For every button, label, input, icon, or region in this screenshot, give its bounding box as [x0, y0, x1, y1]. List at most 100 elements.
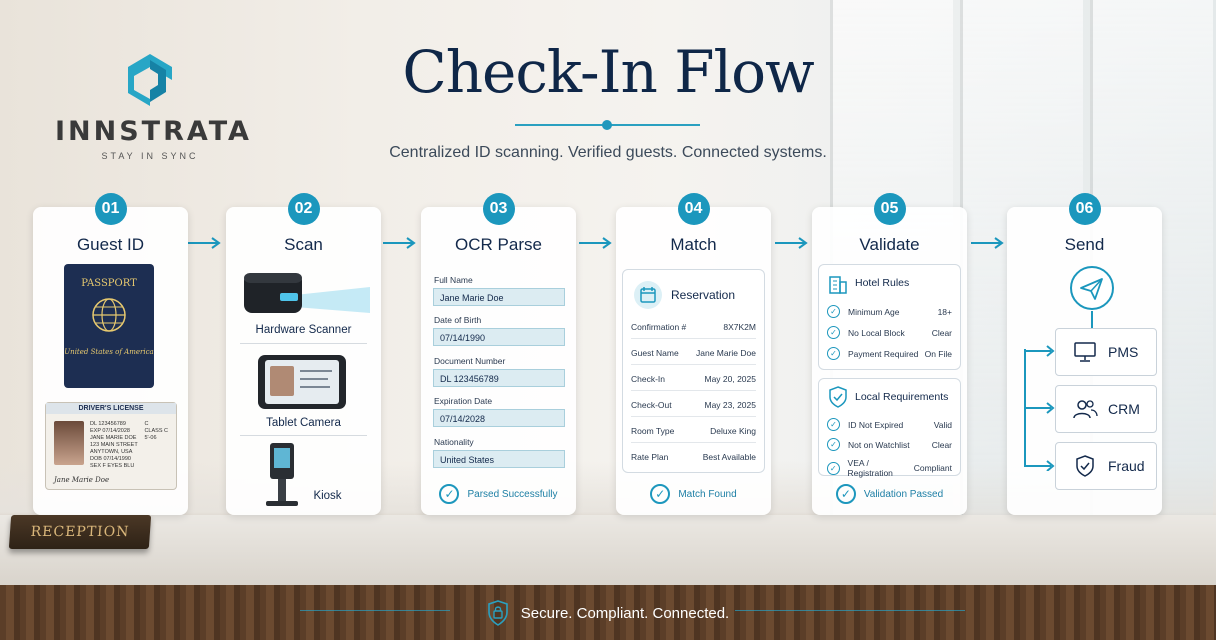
footer: Secure. Compliant. Connected.	[0, 600, 1216, 626]
connector-stem	[1091, 311, 1093, 329]
row-value: Jane Marie Doe	[695, 348, 756, 358]
license-details: DL 123456789 EXP 07/14/2028 JANE MARIE D…	[90, 421, 138, 470]
step-number-badge: 03	[482, 193, 515, 225]
row-label: Guest Name	[631, 348, 679, 358]
flow-arrow-icon	[775, 237, 808, 249]
step-card-send: 06 Send PMS CRM Fraud	[1007, 193, 1162, 515]
rule-value: On File	[924, 348, 952, 359]
check-icon: ✓	[827, 438, 840, 451]
row-value: May 23, 2025	[704, 400, 756, 410]
step-number-badge: 02	[287, 193, 320, 225]
rule-row: ✓ No Local Block Clear	[827, 326, 952, 339]
target-pms: PMS	[1055, 328, 1157, 376]
check-icon: ✓	[827, 418, 840, 431]
passport-country: United States of America	[64, 348, 154, 356]
rule-label: Not on Watchlist	[848, 439, 910, 450]
rule-label: ID Not Expired	[848, 419, 904, 430]
rule-value: Valid	[933, 419, 952, 430]
reception-sign: RECEPTION	[8, 515, 152, 549]
rule-label: VEA / Registration	[847, 458, 893, 478]
check-icon: ✓	[835, 484, 856, 504]
rule-label: Payment Required	[848, 348, 919, 359]
target-label: CRM	[1108, 401, 1140, 417]
brand-logo: INNSTRATA STAY IN SYNC	[55, 50, 252, 161]
rule-value: Clear	[931, 327, 952, 338]
title-divider-dot	[602, 120, 612, 130]
row-value: 8X7K2M	[723, 322, 756, 332]
target-label: Fraud	[1108, 458, 1145, 474]
check-icon: ✓	[827, 347, 840, 360]
target-label: PMS	[1108, 344, 1139, 360]
field-label: Nationality	[434, 437, 474, 447]
step-card-ocr-parse: 03 OCR Parse Full Name Jane Marie Doe Da…	[421, 193, 576, 515]
step-number-badge: 04	[677, 193, 710, 225]
step-card-guest-id: 01 Guest ID PASSPORT United States of Am…	[33, 193, 188, 515]
divider	[240, 343, 367, 344]
target-crm: CRM	[1055, 385, 1157, 433]
license-line: SEX F EYES BLU	[90, 463, 135, 469]
rule-value: Clear	[931, 439, 952, 450]
divider	[240, 435, 367, 436]
passport-image: PASSPORT United States of America	[64, 264, 154, 388]
row-label: Check-Out	[631, 400, 672, 410]
lock-shield-icon	[487, 600, 508, 626]
monitor-icon	[1074, 342, 1096, 362]
users-icon	[1073, 400, 1098, 419]
row-label: Confirmation #	[631, 322, 687, 332]
check-icon: ✓	[827, 326, 840, 339]
calendar-icon	[634, 281, 662, 309]
hotel-rules-title: Hotel Rules	[855, 277, 910, 289]
status-text: Parsed Successfully	[467, 488, 558, 500]
step-number-badge: 01	[94, 193, 127, 225]
status-match: ✓ Match Found	[616, 484, 771, 504]
license-signature: Jane Marie Doe	[54, 476, 110, 484]
license-line: DL 123456789	[90, 421, 126, 427]
local-requirements-title: Local Requirements	[855, 391, 949, 403]
row-divider	[631, 390, 756, 391]
row-label: Room Type	[631, 426, 675, 436]
kiosk-icon	[266, 443, 298, 506]
rule-row: ✓ Payment Required On File	[827, 347, 952, 360]
shield-icon	[829, 386, 847, 408]
step-title: Validate	[859, 235, 920, 254]
globe-icon	[92, 298, 126, 332]
field-value-expiration: 07/14/2028	[433, 409, 565, 427]
device-label: Tablet Camera	[266, 417, 341, 429]
row-label: Rate Plan	[631, 452, 669, 462]
check-icon: ✓	[827, 461, 840, 475]
reservation-row: Confirmation # 8X7K2M	[631, 322, 756, 332]
tablet-camera-icon	[258, 355, 346, 409]
send-paper-plane-icon	[1070, 266, 1114, 310]
rule-row: ✓ Not on Watchlist Clear	[827, 438, 952, 451]
step-number-badge: 05	[873, 193, 906, 225]
field-label: Expiration Date	[434, 396, 493, 406]
rule-label: Minimum Age	[848, 306, 900, 317]
field-value-dob: 07/14/1990	[433, 328, 565, 346]
flow-arrow-icon	[188, 237, 221, 249]
license-class-line: CLASS C	[144, 428, 168, 434]
field-value-nationality: United States	[433, 450, 565, 468]
flow-arrow-icon	[579, 237, 612, 249]
rule-value: Compliant	[913, 463, 952, 473]
row-divider	[631, 338, 756, 339]
shield-check-icon	[1076, 455, 1094, 477]
rule-value: 18+	[937, 306, 952, 317]
brand-name: INNSTRATA	[55, 116, 252, 147]
rule-label: No Local Block	[848, 327, 905, 338]
field-label: Document Number	[434, 356, 506, 366]
license-photo	[54, 421, 84, 465]
building-icon	[829, 276, 847, 294]
check-icon: ✓	[439, 484, 460, 504]
connector-lines	[1024, 345, 1055, 471]
reservation-row: Check-Out May 23, 2025	[631, 400, 756, 410]
footer-rule	[300, 610, 450, 611]
row-divider	[631, 442, 756, 443]
license-line: ANYTOWN, USA	[90, 449, 133, 455]
license-line: JANE MARIE DOE	[90, 435, 137, 441]
status-ocr: ✓ Parsed Successfully	[421, 484, 576, 504]
footer-text: Secure. Compliant. Connected.	[520, 604, 730, 622]
